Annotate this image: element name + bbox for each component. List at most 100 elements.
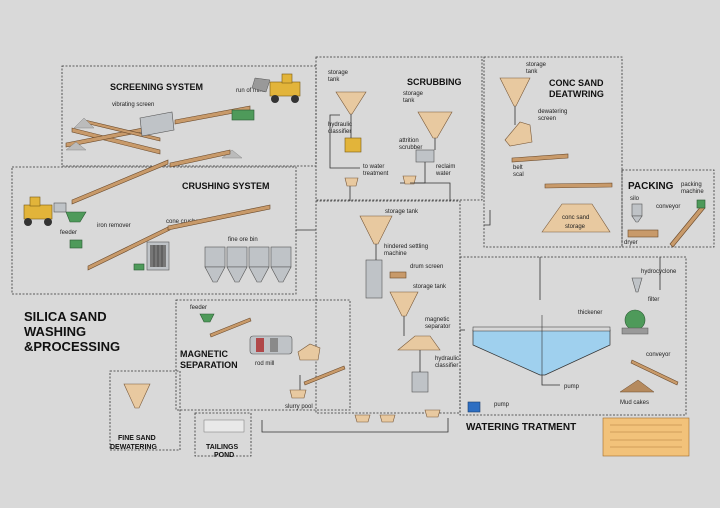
fine-title-1: FINE SAND [118,435,156,442]
conc-title-2: DEATWRING [549,89,604,99]
main-title-line3: &PROCESSING [24,339,120,354]
magnetic-separation-box [175,299,351,411]
tailings-box [194,412,252,457]
settling-pump-b [379,414,396,423]
conc-title-1: CONC SAND [549,78,604,88]
dewatering-screen [504,121,533,147]
slurry-pool [289,389,307,399]
mud-conveyor [630,359,679,386]
water-pump [467,401,481,413]
tailings-title-2: POND [214,452,234,459]
pump2-label: pump [494,402,510,408]
dryer-label: dryer [624,240,638,246]
conc-storage-label-a: conc sand [562,215,589,221]
storage-tank3-label-a: storage [526,62,547,68]
reclaim-label-b: water [435,171,451,177]
packing-title: PACKING [628,181,674,192]
scrubbing-storage-tank-2 [417,111,453,139]
crusher-feed-conveyor [71,159,169,205]
silo [631,203,643,223]
settling-pump-a [354,414,371,423]
mud-cake-pile [619,379,655,393]
settling-storage-tank [359,215,393,245]
drum-screen-label: drum screen [410,264,443,270]
feeder-hopper [65,211,87,223]
pump1-label: pump [564,384,580,390]
conveyor2-label: conveyor [646,352,670,358]
reclaim-label-a: reclaim [436,164,455,170]
screening-title: SCREENING SYSTEM [110,82,203,92]
screening-conveyor-1 [71,127,161,155]
conveyor-label: conveyor [656,204,680,210]
attrition-label-b: scrubber [399,145,422,151]
main-title-line1: SILICA SAND [24,309,107,324]
vibrating-screen-label: vibrating screen [112,102,154,108]
dewatering-label-b: screen [538,116,556,122]
hydraulic-label-b: classifier [328,129,351,135]
hydraulic-classifier-2 [411,371,429,393]
storage-tank2-label-a: storage [403,91,424,97]
dryer [627,229,659,238]
mag-conveyor [209,317,252,338]
hydrocyclone [631,277,643,293]
drum-screen [389,271,407,279]
hindered-label-b: machine [384,251,407,257]
scrubbing-box [315,56,483,201]
belt-scal-label-b: scal [513,172,524,178]
cone-crusher [146,241,170,271]
to-water-label-b: treatment [363,171,389,177]
silo-label: silo [630,196,640,202]
feeder2-label: feeder [190,305,207,311]
hindered-settling-machine [365,259,383,299]
hydraulic2-label-b: classifier [435,363,458,369]
scrub-pump-b [402,175,417,185]
conc-sand-pile [541,203,611,233]
magnetic-sep-label-b: separator [425,324,450,330]
attrition-label-a: attrition [399,138,419,144]
tailings-title-1: TAILINGS [206,444,238,451]
fine-ore-bin-label: fine ore bin [228,237,258,243]
bin-conveyor [167,204,271,231]
magnetic-sep-label-a: magnetic [425,317,449,323]
screening-system-box [61,65,317,167]
tailings-pond [203,419,245,433]
storage-tank4-label: storage tank [385,209,419,215]
slurry-conveyor [303,365,346,386]
crushing-title: CRUSHING SYSTEM [182,181,270,191]
settling-box [315,200,461,414]
stacking-conveyor [544,182,613,189]
packing-machine [696,199,706,209]
conc-storage-label-b: storage [565,224,586,230]
run-of-mine-label: run of mine [236,88,267,94]
loader-icon [23,196,67,226]
magnetic-title-1: MAGNETIC [180,349,228,359]
dewatering-label-a: dewatering [538,109,567,115]
storage-tank-label-b: tank [328,77,340,83]
main-title-line2: WASHING [24,324,86,339]
wheel-loader-icon [251,73,301,103]
hydraulic-classifier [344,137,362,153]
to-water-label-a: to water [363,164,384,170]
watering-title: WATERING TRATMENT [466,422,576,433]
filter [621,309,649,335]
fine-sand-tank [123,383,151,409]
rod-mill-label: rod mill [255,361,274,367]
mud-cakes-label: Mud cakes [620,400,649,406]
filter-label: filter [648,297,659,303]
settling-pump-c [424,409,441,418]
conc-sand-box [483,56,623,248]
thickener [472,315,611,376]
sand-pile-1 [73,117,95,129]
mine-hopper [231,109,255,121]
rod-mill [249,335,293,355]
hydraulic2-label-a: hydraulic [435,356,459,362]
packing-box [621,169,715,248]
storage-tank5-label: storage tank [413,284,447,290]
legend [602,417,690,457]
mag-feeder [199,313,215,323]
conc-storage-tank [499,77,531,107]
scrubbing-title: SCRUBBING [407,77,462,87]
mag-screen [297,343,321,361]
packing-machine-label-a: packing [681,182,702,188]
